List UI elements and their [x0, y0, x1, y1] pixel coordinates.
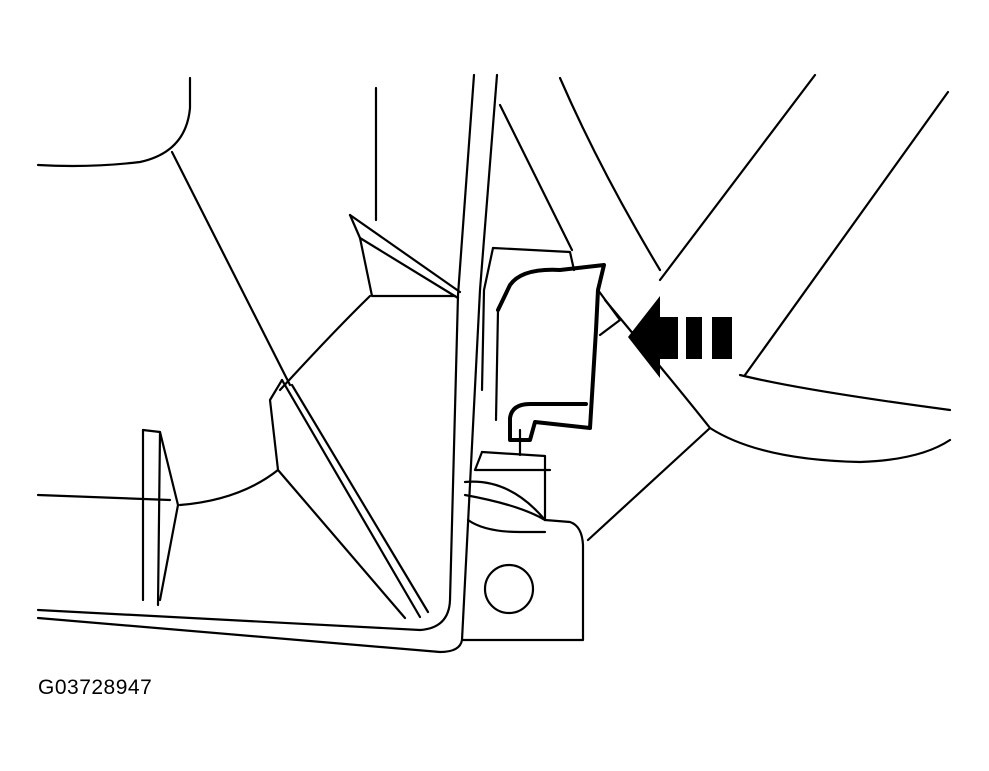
mounting-hole — [483, 563, 535, 615]
figure-code-label: G03728947 — [38, 676, 153, 699]
lower-tab — [36, 378, 430, 620]
small-left-tab — [141, 428, 180, 607]
latch-clip — [480, 246, 622, 442]
latch-base — [460, 428, 585, 642]
upper-tab — [278, 213, 462, 392]
dashed-left-arrow-icon — [628, 296, 732, 378]
vertical-rail — [36, 73, 499, 654]
upper-housing-outline — [36, 76, 378, 387]
right-body-curves — [498, 73, 952, 542]
